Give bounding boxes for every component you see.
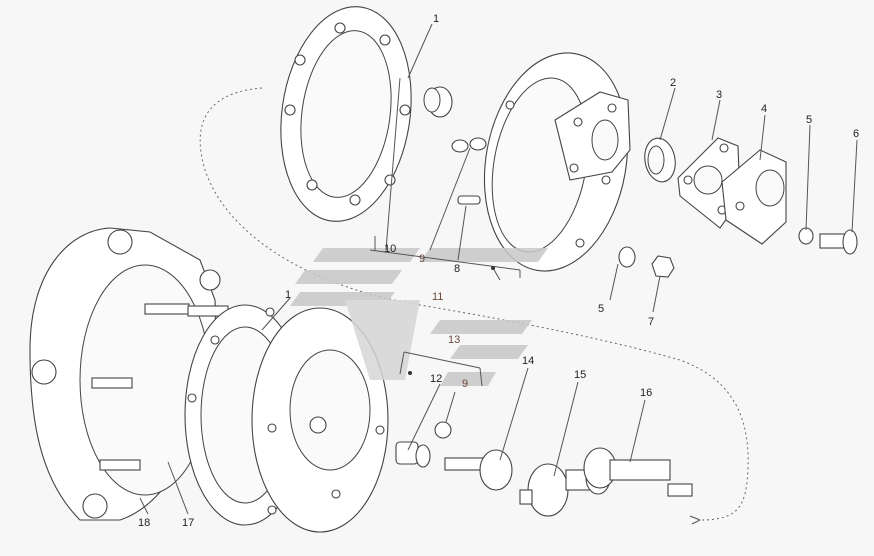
label-11: 11 xyxy=(432,291,443,303)
leader-lines xyxy=(139,23,858,515)
ref-dot-lower xyxy=(408,371,412,375)
cover-plate-top xyxy=(483,52,631,272)
seal-ring xyxy=(644,137,676,183)
hex-bolt xyxy=(819,229,858,255)
label-4: 4 xyxy=(761,103,767,115)
label-14: 14 xyxy=(522,355,534,367)
path-arrow xyxy=(689,515,701,525)
lock-washer-right xyxy=(798,227,814,245)
dowel-pins xyxy=(451,137,487,205)
threaded-flange xyxy=(721,149,787,245)
label-18: 18 xyxy=(138,517,150,529)
label-9-lower: 9 xyxy=(462,378,468,390)
label-5-right: 5 xyxy=(806,114,812,126)
input-gear-shaft xyxy=(444,449,513,491)
label-10: 10 xyxy=(384,243,396,255)
gear-housing xyxy=(29,227,243,521)
label-9-top: 9 xyxy=(419,253,425,265)
label-1-top: 1 xyxy=(433,13,439,25)
bushings-lower xyxy=(395,421,452,468)
label-2: 2 xyxy=(670,77,676,89)
manufacturer-logo-watermark xyxy=(290,248,548,386)
label-17: 17 xyxy=(182,517,194,529)
label-1-lower: 1 xyxy=(285,289,291,301)
output-gear-shaft xyxy=(583,447,693,497)
bearing-cover-lower xyxy=(251,307,389,533)
label-3: 3 xyxy=(716,89,722,101)
label-8: 8 xyxy=(454,263,460,275)
bushing-top xyxy=(423,86,453,118)
label-12: 12 xyxy=(430,373,442,385)
label-15: 15 xyxy=(574,369,586,381)
gasket-top xyxy=(280,6,412,222)
label-6: 6 xyxy=(853,128,859,140)
hex-nut xyxy=(651,255,675,278)
lock-washer xyxy=(618,246,636,268)
label-13: 13 xyxy=(448,334,460,346)
label-7: 7 xyxy=(648,316,654,328)
label-16: 16 xyxy=(640,387,652,399)
ref-dot-upper xyxy=(491,266,495,270)
label-5-lower: 5 xyxy=(598,303,604,315)
